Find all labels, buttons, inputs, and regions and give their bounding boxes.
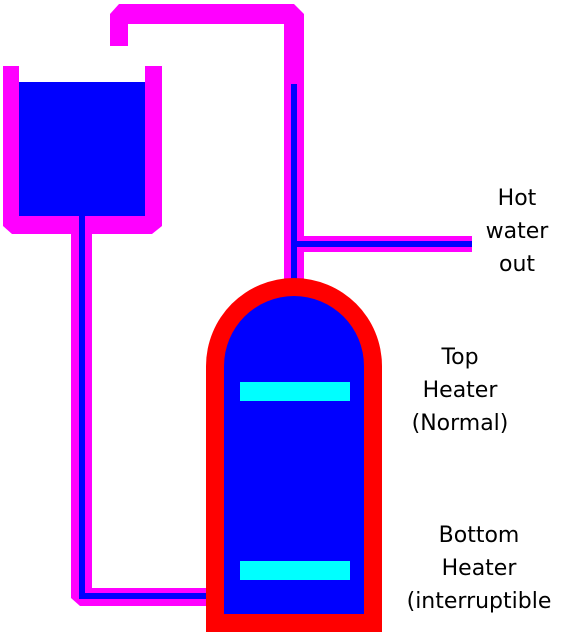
- top-pipe-loop: [110, 4, 472, 294]
- bottom-heater-label-line: Bottom: [438, 523, 520, 548]
- hot-out-pipe-water: [297, 241, 472, 247]
- bottom-heater-label-line: (interruptible: [406, 589, 552, 614]
- hot-water-out-label-line: water: [485, 219, 549, 244]
- supply-tank-wall: [3, 66, 162, 234]
- top-heater-label: Top Heater (Normal): [390, 341, 530, 440]
- top-pipe-water-vertical: [291, 84, 297, 294]
- supply-tank: [3, 66, 162, 234]
- cold-feed-water-vertical: [79, 216, 85, 596]
- hot-water-out-label-line: out: [498, 252, 536, 277]
- cold-feed-pipe: [71, 216, 227, 606]
- hot-water-out-label: Hot water out: [474, 182, 560, 281]
- top-heater-element: [240, 382, 350, 401]
- cold-feed-water-horizontal: [79, 593, 227, 599]
- supply-tank-water: [19, 82, 145, 216]
- hot-water-tank-water: [224, 296, 364, 614]
- bottom-heater-label: Bottom Heater (interruptible: [394, 519, 564, 618]
- cold-feed-pipe-outer: [71, 234, 220, 606]
- top-heater-label-line: Top: [441, 345, 479, 370]
- top-heater-label-line: Heater: [422, 378, 498, 403]
- top-heater-label-line: (Normal): [411, 411, 509, 436]
- bottom-heater-element: [240, 561, 350, 580]
- hot-water-out-label-line: Hot: [497, 186, 537, 211]
- hot-water-tank: [206, 278, 382, 632]
- bottom-heater-label-line: Heater: [441, 556, 517, 581]
